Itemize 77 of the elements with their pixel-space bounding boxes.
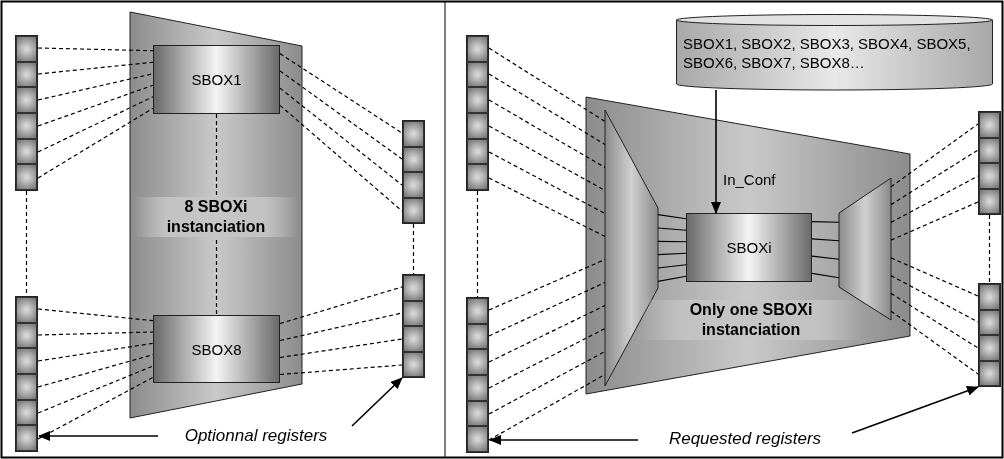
signal-line — [657, 275, 687, 282]
dashed-line — [488, 327, 606, 389]
register-column — [978, 111, 1001, 215]
dashed-line — [488, 125, 606, 192]
arrow — [489, 435, 639, 445]
arrow — [351, 377, 403, 427]
dashed-line — [488, 304, 606, 363]
annotation-text: Optionnal registers — [160, 425, 352, 447]
arrow — [851, 386, 979, 434]
signal-line — [657, 240, 687, 243]
dashed-line — [890, 257, 979, 297]
dashed-line — [488, 73, 606, 146]
dashed-line — [37, 308, 154, 322]
cylinder-label: SBOX1, SBOX2, SBOX3, SBOX4, SBOX5, SBOX6, SBOX7, SBOX8… — [683, 34, 972, 72]
dashed-line — [279, 286, 403, 325]
trapezoid-block — [130, 12, 302, 418]
dashed-line — [890, 123, 979, 188]
dashed-line — [37, 365, 154, 414]
dashed-line — [890, 292, 979, 349]
signal-line — [657, 214, 687, 220]
signal-line — [811, 238, 840, 242]
sbox-block: SBOX8 — [153, 315, 280, 383]
arrow — [38, 431, 159, 441]
dashed-line — [37, 47, 154, 52]
dashed-line — [279, 364, 403, 376]
dashed-line — [37, 376, 154, 440]
signal-line — [811, 255, 840, 260]
register-column — [15, 296, 38, 452]
register-column — [466, 35, 489, 191]
signal-line — [811, 272, 840, 279]
dashed-line — [37, 331, 154, 336]
dashed-line — [279, 338, 403, 359]
dashed-line — [890, 201, 979, 241]
arrow — [711, 89, 721, 214]
dashed-line — [37, 73, 154, 101]
dashed-line — [476, 190, 479, 298]
dashed-line — [37, 84, 154, 127]
signal-line — [657, 264, 687, 269]
sbox-block: SBOX1 — [153, 45, 280, 114]
dashed-line — [215, 113, 218, 316]
edge-label: In_Conf — [723, 170, 776, 188]
dashed-line — [890, 310, 979, 375]
multiplexer-symbol — [605, 110, 658, 386]
dashed-line — [37, 61, 154, 75]
register-column — [466, 297, 489, 453]
dashed-line — [890, 149, 979, 206]
dashed-line — [412, 223, 415, 275]
block-label: Only one SBOXi instanciation — [641, 300, 861, 340]
sbox-block: SBOXi — [686, 213, 812, 282]
dashed-line — [488, 350, 606, 415]
demultiplexer-symbol — [839, 178, 891, 320]
dashed-line — [279, 53, 403, 134]
dashed-line — [488, 99, 606, 169]
signal-line — [657, 252, 687, 256]
dashed-line — [488, 151, 606, 215]
signal-line — [811, 221, 840, 223]
signal-line — [657, 227, 687, 231]
dashed-line — [279, 70, 403, 160]
register-column — [978, 283, 1001, 387]
dashed-line — [488, 177, 606, 238]
register-column — [15, 35, 38, 191]
dashed-line — [37, 342, 154, 362]
register-column — [402, 274, 425, 378]
dashed-line — [488, 47, 606, 123]
dashed-line — [37, 354, 154, 388]
dashed-line — [279, 87, 403, 186]
dashed-line — [279, 104, 403, 212]
dashed-line — [488, 281, 606, 337]
dashed-line — [988, 214, 991, 284]
trapezoid-block — [586, 97, 910, 394]
dashed-line — [37, 96, 154, 153]
dashed-line — [279, 312, 403, 342]
register-column — [402, 120, 425, 224]
block-label: 8 SBOXi instanciation — [134, 197, 298, 237]
dashed-line — [488, 258, 606, 311]
annotation-text: Requested registers — [640, 428, 850, 450]
dashed-line — [37, 107, 154, 179]
